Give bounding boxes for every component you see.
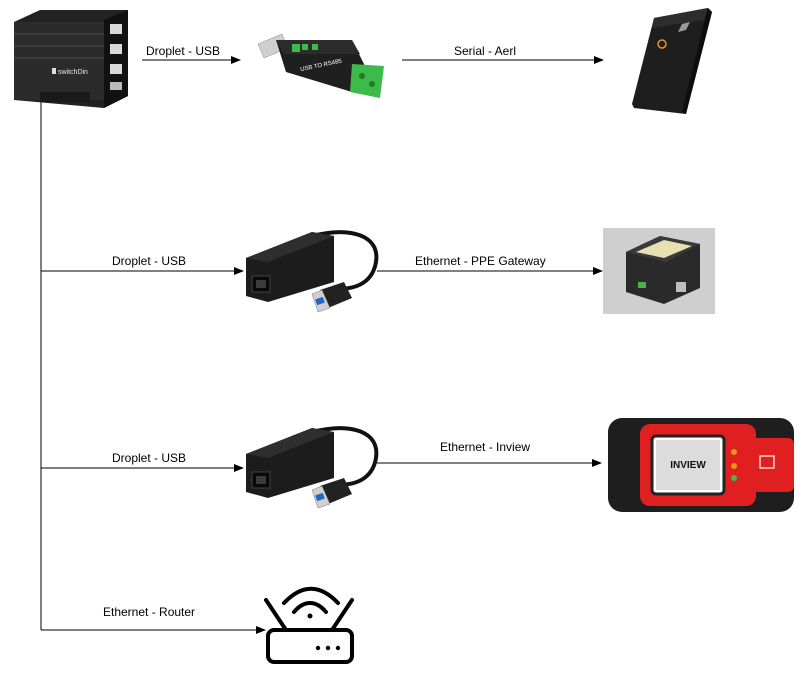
- hub-device-icon: [14, 10, 128, 108]
- edge-label-rs485-to-aerl: Serial - Aerl: [454, 44, 517, 58]
- usb-rs485-adapter-icon: [257, 33, 384, 98]
- edge-label-adapter2-to-inview: Ethernet - Inview: [440, 440, 531, 454]
- usb-ethernet-adapter-2-icon: [246, 426, 379, 509]
- edge-label-hub-to-adapter2: Droplet - USB: [112, 451, 187, 465]
- inview-device-icon: [608, 418, 794, 512]
- inview-screen-label: INVIEW: [670, 460, 706, 471]
- router-icon: [264, 586, 354, 664]
- edge-label-hub-to-router: Ethernet - Router: [103, 605, 196, 619]
- hub-brand-label: switchDin: [58, 69, 88, 76]
- edge-label-hub-to-adapter1: Droplet - USB: [112, 254, 187, 268]
- usb-ethernet-adapter-1-icon: [246, 230, 379, 313]
- edge-label-hub-to-rs485: Droplet - USB: [146, 44, 221, 58]
- edge-label-adapter1-to-ppe: Ethernet - PPE Gateway: [415, 254, 546, 268]
- aerl-device-icon: [632, 8, 712, 114]
- ppe-gateway-device-icon: [603, 228, 715, 314]
